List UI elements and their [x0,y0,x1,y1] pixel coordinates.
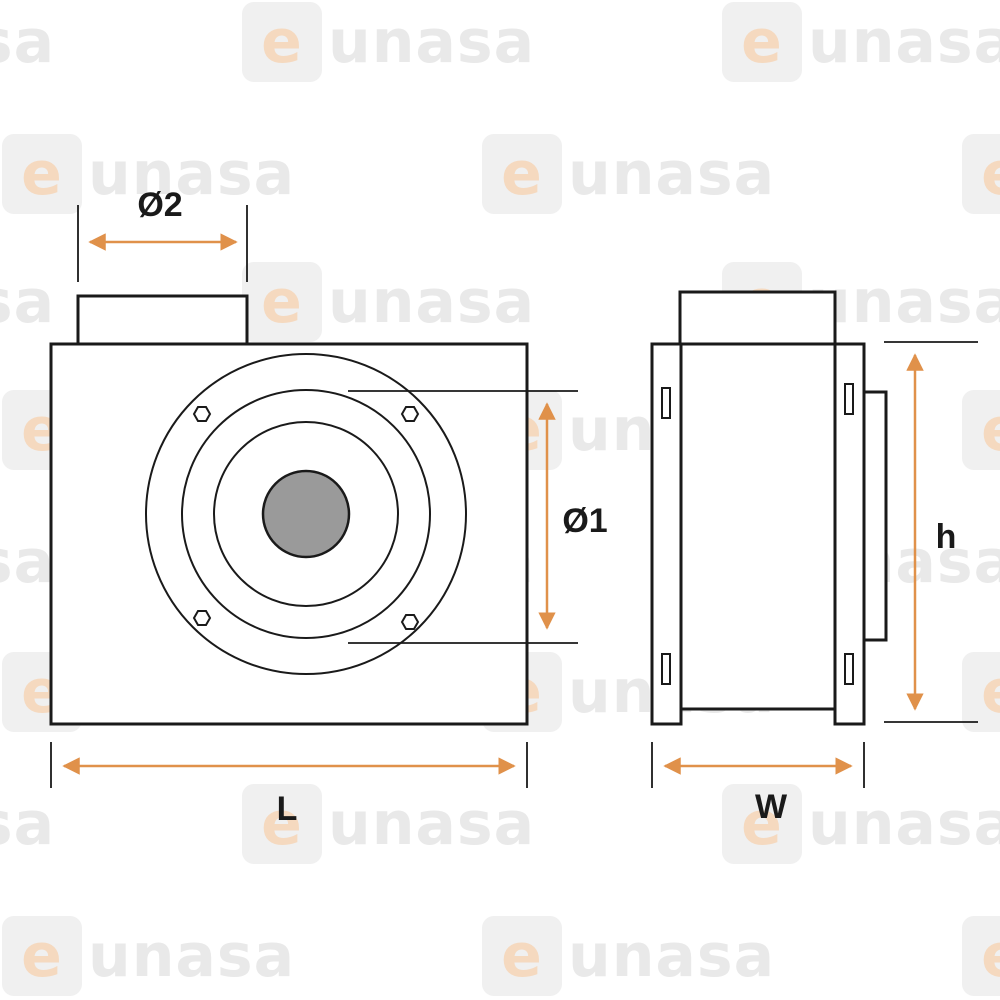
svg-text:e: e [501,139,543,209]
motor-hub [261,469,351,559]
slot-left-top [661,387,671,419]
svg-text:unasa: unasa [0,267,55,337]
svg-text:unasa: unasa [88,921,295,991]
dimension-width: W [651,742,865,826]
svg-text:e: e [261,267,303,337]
svg-text:e: e [21,139,63,209]
svg-text:e: e [741,789,783,859]
dimension-outlet-diameter: Ø2 [77,186,248,282]
svg-text:unasa: unasa [328,789,535,859]
slot-right-top [844,383,854,415]
side-panel-left [650,342,683,726]
outlet-duct [76,294,249,346]
svg-text:e: e [981,657,1000,727]
svg-text:e: e [981,921,1000,991]
bolt-top-left [192,406,212,422]
dimension-length: L [50,742,528,828]
dimension-inlet-diameter: Ø1 [348,390,608,644]
svg-text:unasa: unasa [808,789,1000,859]
svg-text:unasa: unasa [0,7,55,77]
slot-left-bottom [661,653,671,685]
svg-text:e: e [21,921,63,991]
outer-flange [145,353,467,675]
svg-text:e: e [261,789,303,859]
bolt-bottom-left [192,610,212,626]
svg-text:e: e [261,7,303,77]
side-panel-right [833,342,866,726]
side-view [650,290,888,726]
side-outlet [678,290,837,346]
side-body [679,342,837,711]
side-motor-plate [862,390,888,642]
svg-text:unasa: unasa [0,527,55,597]
dimension-height: h [884,341,978,723]
length-label: L [277,790,298,828]
front-view [49,294,529,726]
svg-text:unasa: unasa [0,789,55,859]
svg-text:unasa: unasa [808,267,1000,337]
svg-text:e: e [981,139,1000,209]
svg-text:unasa: unasa [88,139,295,209]
bolt-top-right [400,406,420,422]
svg-text:unasa: unasa [328,267,535,337]
outlet-diameter-label: Ø2 [137,186,182,224]
inner-ring [213,421,399,607]
svg-text:e: e [741,7,783,77]
width-label: W [755,788,788,826]
svg-text:e: e [501,921,543,991]
inlet-diameter-label: Ø1 [562,502,607,540]
mid-ring [181,389,431,639]
svg-text:unasa: unasa [568,139,775,209]
bolt-bottom-right [400,614,420,630]
height-label: h [936,518,957,556]
slot-right-bottom [844,653,854,685]
svg-text:unasa: unasa [328,7,535,77]
svg-text:unasa: unasa [808,7,1000,77]
svg-text:e: e [981,395,1000,465]
svg-text:unasa: unasa [568,921,775,991]
